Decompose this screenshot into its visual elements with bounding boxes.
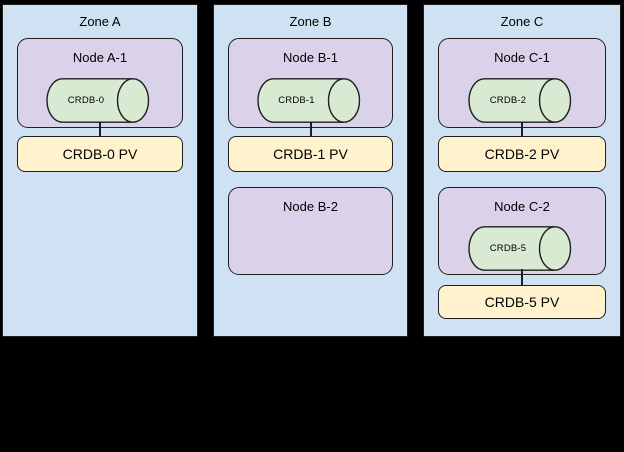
connector-crdb0-to-pv xyxy=(99,122,101,137)
node-b2: Node B-2 xyxy=(228,187,393,275)
zone-c: Zone C Node C-1 CRDB-2 CRDB-2 PV Node C-… xyxy=(423,4,621,337)
crdb-2-pv: CRDB-2 PV xyxy=(438,136,606,172)
zone-a: Zone A Node A-1 CRDB-0 CRDB-0 PV xyxy=(2,4,198,337)
crdb-0-pv: CRDB-0 PV xyxy=(17,136,183,172)
zone-b-title: Zone B xyxy=(289,14,332,29)
crdb-5-cylinder: CRDB-5 xyxy=(468,226,572,271)
database-cylinder-icon xyxy=(468,226,572,271)
crdb-1-cylinder: CRDB-1 xyxy=(256,78,361,123)
connector-crdb5-to-pv xyxy=(521,269,523,286)
database-cylinder-icon xyxy=(256,78,360,123)
crdb-0-label: CRDB-0 xyxy=(67,95,105,106)
crdb-0-cylinder: CRDB-0 xyxy=(46,78,150,123)
database-cylinder-icon xyxy=(46,78,150,123)
node-b2-title: Node B-2 xyxy=(283,199,338,214)
node-a1-title: Node A-1 xyxy=(72,50,128,65)
zone-b: Zone B Node B-1 CRDB-1 CRDB-1 PV Node B-… xyxy=(213,4,408,337)
zone-a-title: Zone A xyxy=(79,14,121,29)
node-c1: Node C-1 CRDB-2 xyxy=(438,38,606,128)
crdb-1-pv: CRDB-1 PV xyxy=(228,136,393,172)
crdb-5-label: CRDB-5 xyxy=(489,243,527,254)
connector-crdb2-to-pv xyxy=(521,122,523,137)
node-c2-title: Node C-2 xyxy=(494,199,550,214)
node-a1: Node A-1 CRDB-0 xyxy=(17,38,183,128)
database-cylinder-icon xyxy=(468,78,572,123)
zone-c-title: Zone C xyxy=(500,14,544,29)
connector-crdb1-to-pv xyxy=(309,122,312,137)
node-c1-title: Node C-1 xyxy=(494,50,550,65)
crdb-2-cylinder: CRDB-2 xyxy=(468,78,572,123)
crdb-2-label: CRDB-2 xyxy=(489,95,527,106)
node-b1-title: Node B-1 xyxy=(283,50,338,65)
crdb-1-label: CRDB-1 xyxy=(278,95,315,106)
node-b1: Node B-1 CRDB-1 xyxy=(228,38,393,128)
crdb-5-pv: CRDB-5 PV xyxy=(438,285,606,319)
node-c2: Node C-2 CRDB-5 xyxy=(438,187,606,275)
